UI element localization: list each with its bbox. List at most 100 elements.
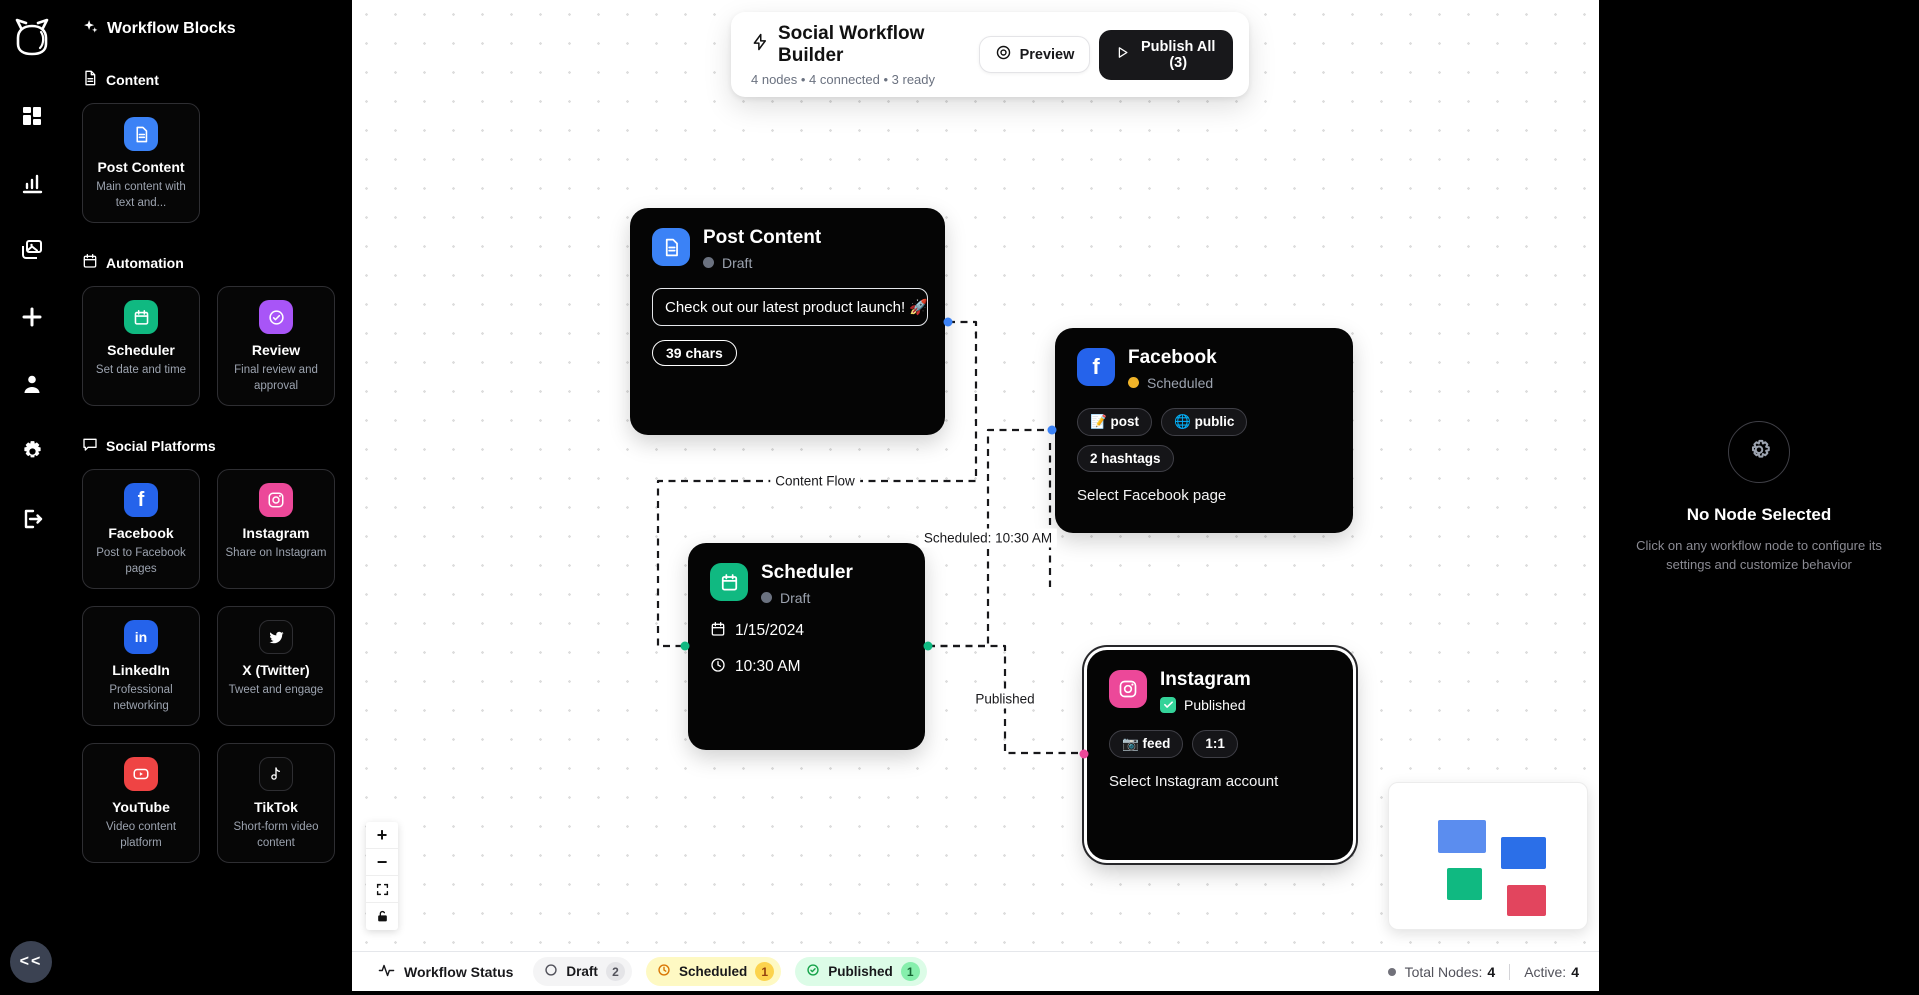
pill-count: 1 xyxy=(900,962,920,981)
user-icon[interactable] xyxy=(20,372,44,396)
inspector-description: Click on any workflow node to configure … xyxy=(1636,537,1882,573)
total-nodes-dot xyxy=(1387,967,1396,976)
linkedin-icon: in xyxy=(124,620,158,655)
node-instagram[interactable]: Instagram Published 📷 feed 1:1 Select In… xyxy=(1087,650,1353,860)
lock-button[interactable] xyxy=(366,903,398,930)
block-desc: Main content with text and... xyxy=(96,181,186,209)
dashboard-icon[interactable] xyxy=(20,104,44,128)
gallery-icon[interactable] xyxy=(20,238,44,262)
canvas-controls: + − xyxy=(366,822,398,930)
minimap-post-content xyxy=(1438,820,1486,853)
twitter-bird-icon xyxy=(259,620,293,655)
badge-public: 🌐 public xyxy=(1161,407,1248,436)
publish-label: Publish All (3) xyxy=(1141,38,1216,71)
section-social-platforms: Social Platforms f Facebook Post to Face… xyxy=(82,436,336,864)
draft-status-pill[interactable]: Draft 2 xyxy=(533,957,632,986)
block-scheduler[interactable]: Scheduler Set date and time xyxy=(82,286,200,407)
instagram-account-select[interactable]: Select Instagram account xyxy=(1109,772,1279,790)
block-title: Facebook xyxy=(108,525,174,542)
status-bar-title: Workflow Status xyxy=(404,963,514,980)
circle-icon xyxy=(544,963,558,980)
handle-post-content-out[interactable] xyxy=(943,317,953,327)
facebook-icon: f xyxy=(1077,348,1115,386)
document-icon xyxy=(82,70,98,89)
logout-icon[interactable] xyxy=(20,507,44,531)
block-title: Instagram xyxy=(242,525,310,542)
preview-label: Preview xyxy=(1019,46,1075,63)
total-nodes-label: Total Nodes:4 xyxy=(1404,963,1496,980)
block-desc: Share on Instagram xyxy=(225,547,327,560)
node-status-label: Draft xyxy=(722,254,753,271)
schedule-time[interactable]: 10:30 AM xyxy=(735,658,801,676)
clock-icon xyxy=(657,963,671,980)
block-desc: Post to Facebook pages xyxy=(96,547,186,575)
block-review[interactable]: Review Final review and approval xyxy=(217,286,335,407)
scheduler-icon xyxy=(124,300,158,335)
block-post-content[interactable]: Post Content Main content with text and.… xyxy=(82,103,200,224)
add-icon[interactable] xyxy=(20,305,44,329)
block-desc: Tweet and engage xyxy=(228,684,324,697)
node-facebook[interactable]: f Facebook Scheduled 📝 post 🌐 public 2 h… xyxy=(1055,328,1353,533)
fit-view-button[interactable] xyxy=(366,876,398,903)
block-linkedin[interactable]: in LinkedIn Professional networking xyxy=(82,606,200,727)
handle-instagram-in[interactable] xyxy=(1079,749,1089,759)
block-tiktok[interactable]: TikTok Short-form video content xyxy=(217,743,335,864)
facebook-page-select[interactable]: Select Facebook page xyxy=(1077,486,1227,504)
published-check-icon xyxy=(1160,696,1176,713)
handle-scheduler-in[interactable] xyxy=(680,641,690,651)
node-post-content[interactable]: Post Content Draft Check out our latest … xyxy=(630,208,945,435)
workflow-canvas[interactable]: Social Workflow Builder 4 nodes • 4 conn… xyxy=(352,0,1599,991)
badge-post: 📝 post xyxy=(1077,407,1153,436)
pill-count: 1 xyxy=(755,962,775,981)
block-instagram[interactable]: Instagram Share on Instagram xyxy=(217,469,335,590)
block-title: Scheduler xyxy=(107,342,175,359)
builder-title: Social Workflow Builder xyxy=(778,22,925,66)
minimap-instagram xyxy=(1507,885,1546,916)
scheduled-status-pill[interactable]: Scheduled 1 xyxy=(645,957,782,986)
gear-icon xyxy=(1744,434,1774,469)
calendar-icon xyxy=(710,621,726,642)
app-logo-icon[interactable] xyxy=(13,16,51,58)
node-inspector-panel: No Node Selected Click on any workflow n… xyxy=(1599,0,1919,995)
status-dot-scheduled xyxy=(1128,377,1139,389)
badge-ratio: 1:1 xyxy=(1192,729,1238,758)
badge-feed: 📷 feed xyxy=(1109,729,1184,758)
schedule-date[interactable]: 1/15/2024 xyxy=(735,622,804,640)
pill-label: Published xyxy=(828,964,893,979)
handle-facebook-in[interactable] xyxy=(1047,425,1057,435)
preview-button[interactable]: Preview xyxy=(978,36,1091,73)
block-x-twitter[interactable]: X (Twitter) Tweet and engage xyxy=(217,606,335,727)
block-facebook[interactable]: f Facebook Post to Facebook pages xyxy=(82,469,200,590)
pill-label: Draft xyxy=(566,964,598,979)
edge-label-content-flow: Content Flow xyxy=(770,471,860,491)
status-dot-draft xyxy=(703,257,714,269)
minimap-scheduler xyxy=(1447,868,1482,900)
pill-label: Scheduled xyxy=(678,964,748,979)
section-label: Automation xyxy=(106,254,184,271)
facebook-icon: f xyxy=(124,483,158,518)
publish-all-button[interactable]: Publish All (3) xyxy=(1099,29,1233,80)
section-content: Content Post Content Main content with t… xyxy=(82,70,336,224)
analytics-icon[interactable] xyxy=(20,171,44,195)
handle-scheduler-out[interactable] xyxy=(923,641,933,651)
block-title: YouTube xyxy=(112,799,170,816)
review-icon xyxy=(259,300,293,335)
tiktok-icon xyxy=(259,757,293,792)
section-label: Content xyxy=(106,71,159,88)
minimap[interactable] xyxy=(1388,782,1588,930)
pulse-icon xyxy=(378,962,395,982)
node-scheduler[interactable]: Scheduler Draft 1/15/2024 10:30 AM xyxy=(688,543,925,750)
zoom-in-button[interactable]: + xyxy=(366,822,398,849)
post-content-icon xyxy=(124,117,158,151)
instagram-icon xyxy=(259,483,293,518)
published-status-pill[interactable]: Published 1 xyxy=(795,957,927,986)
check-circle-icon xyxy=(806,963,820,980)
edge-label-published: Published xyxy=(970,689,1040,709)
post-content-input[interactable]: Check out our latest product launch! 🚀 xyxy=(652,287,928,326)
collapse-sidebar-button[interactable]: << xyxy=(10,941,52,983)
play-icon xyxy=(1115,45,1130,64)
settings-icon[interactable] xyxy=(20,439,45,464)
node-title: Scheduler xyxy=(761,562,853,583)
zoom-out-button[interactable]: − xyxy=(366,849,398,876)
block-youtube[interactable]: YouTube Video content platform xyxy=(82,743,200,864)
